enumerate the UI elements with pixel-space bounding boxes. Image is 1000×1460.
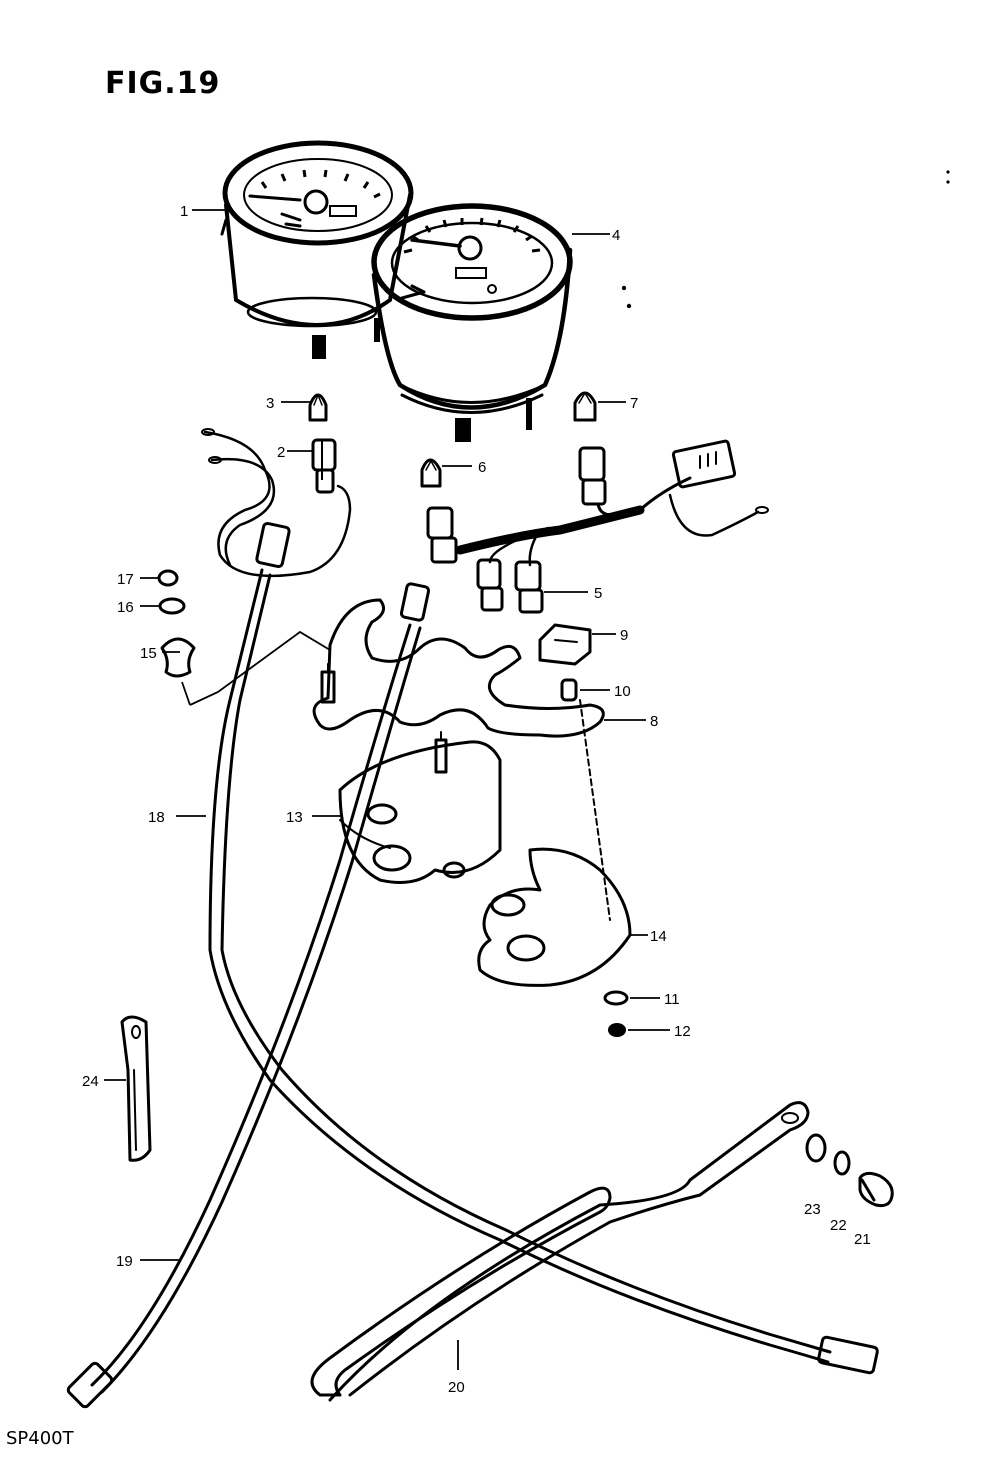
- meter-bracket: [312, 598, 605, 774]
- lockwasher-22: [833, 1150, 851, 1176]
- callout-17: 17: [117, 571, 134, 588]
- callout-10: 10: [614, 683, 631, 700]
- callout-3: 3: [266, 395, 274, 412]
- callout-21: 21: [854, 1231, 871, 1248]
- callout-16: 16: [117, 599, 134, 616]
- socket-2: [311, 438, 337, 494]
- callout-18: 18: [148, 809, 165, 826]
- bolt-21: [858, 1171, 894, 1208]
- callout-7: 7: [630, 395, 638, 412]
- callout-22: 22: [830, 1217, 847, 1234]
- tacho-cable-18: [208, 521, 879, 1375]
- grommet-10: [560, 678, 578, 702]
- leader-lines: [104, 209, 670, 1370]
- callout-8: 8: [650, 713, 658, 730]
- bulb-7: [573, 391, 597, 422]
- callout-19: 19: [116, 1253, 133, 1270]
- washer-11: [603, 990, 629, 1006]
- callout-24: 24: [82, 1073, 99, 1090]
- callout-20: 20: [448, 1379, 465, 1396]
- bulb-6: [420, 458, 442, 488]
- lower-case-13: [338, 740, 502, 884]
- callout-2: 2: [277, 444, 285, 461]
- callout-5: 5: [594, 585, 602, 602]
- callout-15: 15: [140, 645, 157, 662]
- callout-4: 4: [612, 227, 620, 244]
- callout-12: 12: [674, 1023, 691, 1040]
- washer-23: [805, 1133, 827, 1163]
- callout-6: 6: [478, 459, 486, 476]
- model-code: SP400T: [6, 1428, 74, 1449]
- nut-12: [608, 1023, 626, 1037]
- callout-9: 9: [620, 627, 628, 644]
- callout-14: 14: [650, 928, 667, 945]
- wiring-harness: [426, 439, 769, 614]
- speedometer: [371, 203, 573, 442]
- speedo-cable-19: [66, 582, 431, 1409]
- cushion-15: [160, 637, 196, 678]
- callout-11: 11: [664, 991, 680, 1008]
- speck-marks: [621, 170, 950, 309]
- callout-1: 1: [180, 203, 188, 220]
- nut-17: [157, 569, 179, 587]
- callout-labels: 1 2 3 4 5 6 7 8 9 10 11 12 13 14 15 16 1…: [82, 203, 871, 1396]
- callout-23: 23: [804, 1201, 821, 1218]
- tacho-lamp-wires: [201, 428, 352, 578]
- upper-case-14: [477, 699, 632, 987]
- washer-16: [158, 597, 186, 615]
- figure-title: FIG.19: [105, 66, 221, 101]
- meter-stay-20: [310, 1101, 810, 1402]
- clamp-9: [538, 623, 592, 666]
- band-24: [120, 1015, 152, 1162]
- bulb-3: [308, 393, 328, 422]
- callout-13: 13: [286, 809, 303, 826]
